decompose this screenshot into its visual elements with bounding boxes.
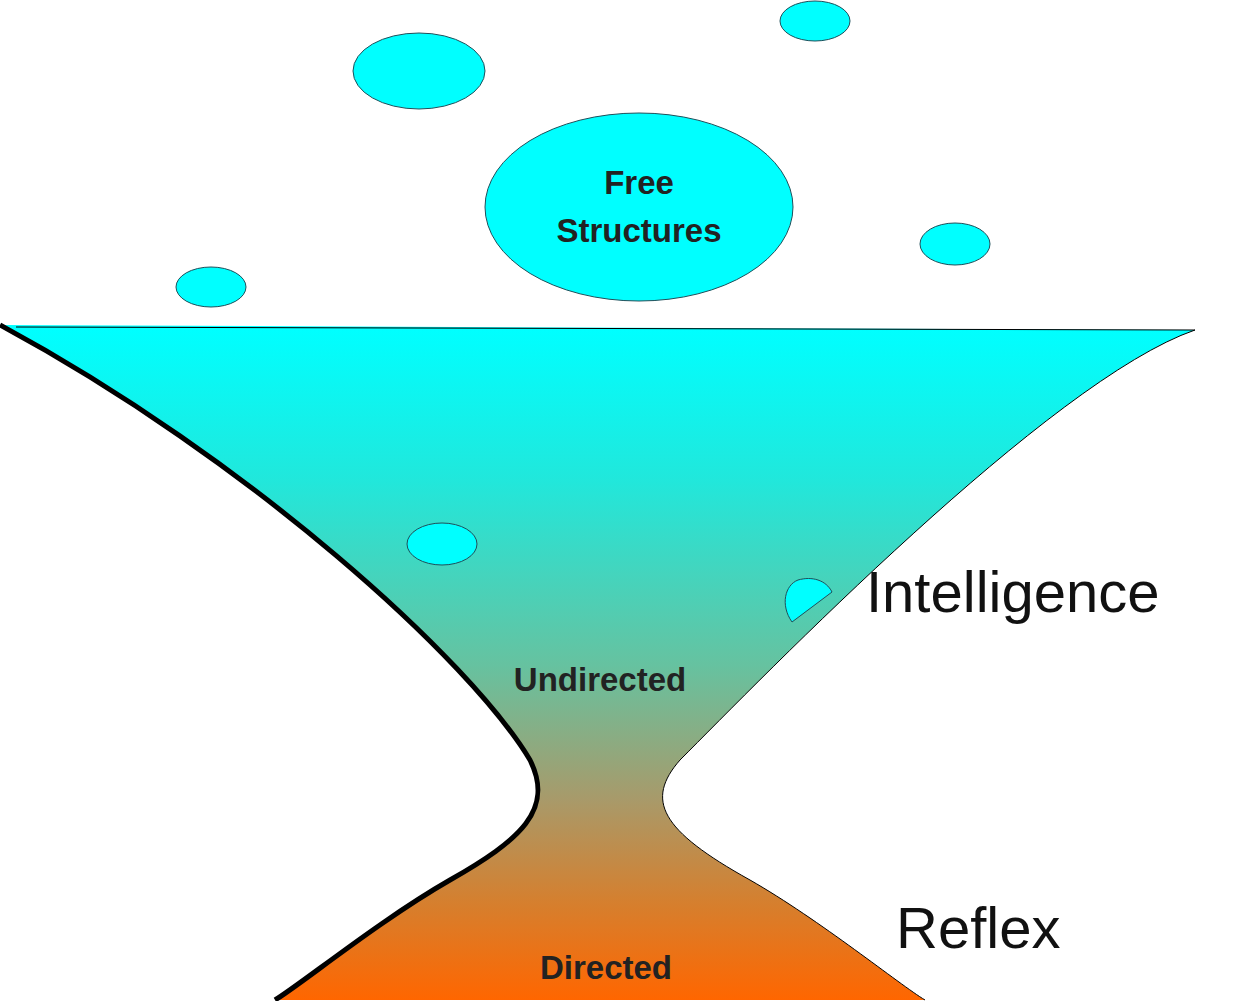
- funnel-right-edge: [663, 330, 1195, 1000]
- node-text: Directed: [540, 944, 672, 992]
- node-text: Undirected: [514, 656, 686, 704]
- intelligence-label: Intelligence: [866, 560, 1159, 624]
- free-structures-ellipse: Free Structures: [484, 112, 794, 302]
- ellipse: [485, 113, 793, 301]
- bubble: [407, 523, 477, 565]
- funnel-left-edge: [0, 325, 538, 1000]
- bubble: [176, 267, 246, 307]
- bubble: [780, 1, 850, 41]
- node-text: Free Structures: [534, 159, 744, 255]
- reflex-label: Reflex: [896, 896, 1060, 960]
- emerging-bubble: [785, 579, 832, 623]
- free-structures-ellipse-outline: [484, 112, 794, 302]
- funnel-rim: [16, 327, 1195, 330]
- bubble: [353, 33, 485, 109]
- funnel-fill: [0, 325, 1195, 1000]
- bubble: [920, 223, 990, 265]
